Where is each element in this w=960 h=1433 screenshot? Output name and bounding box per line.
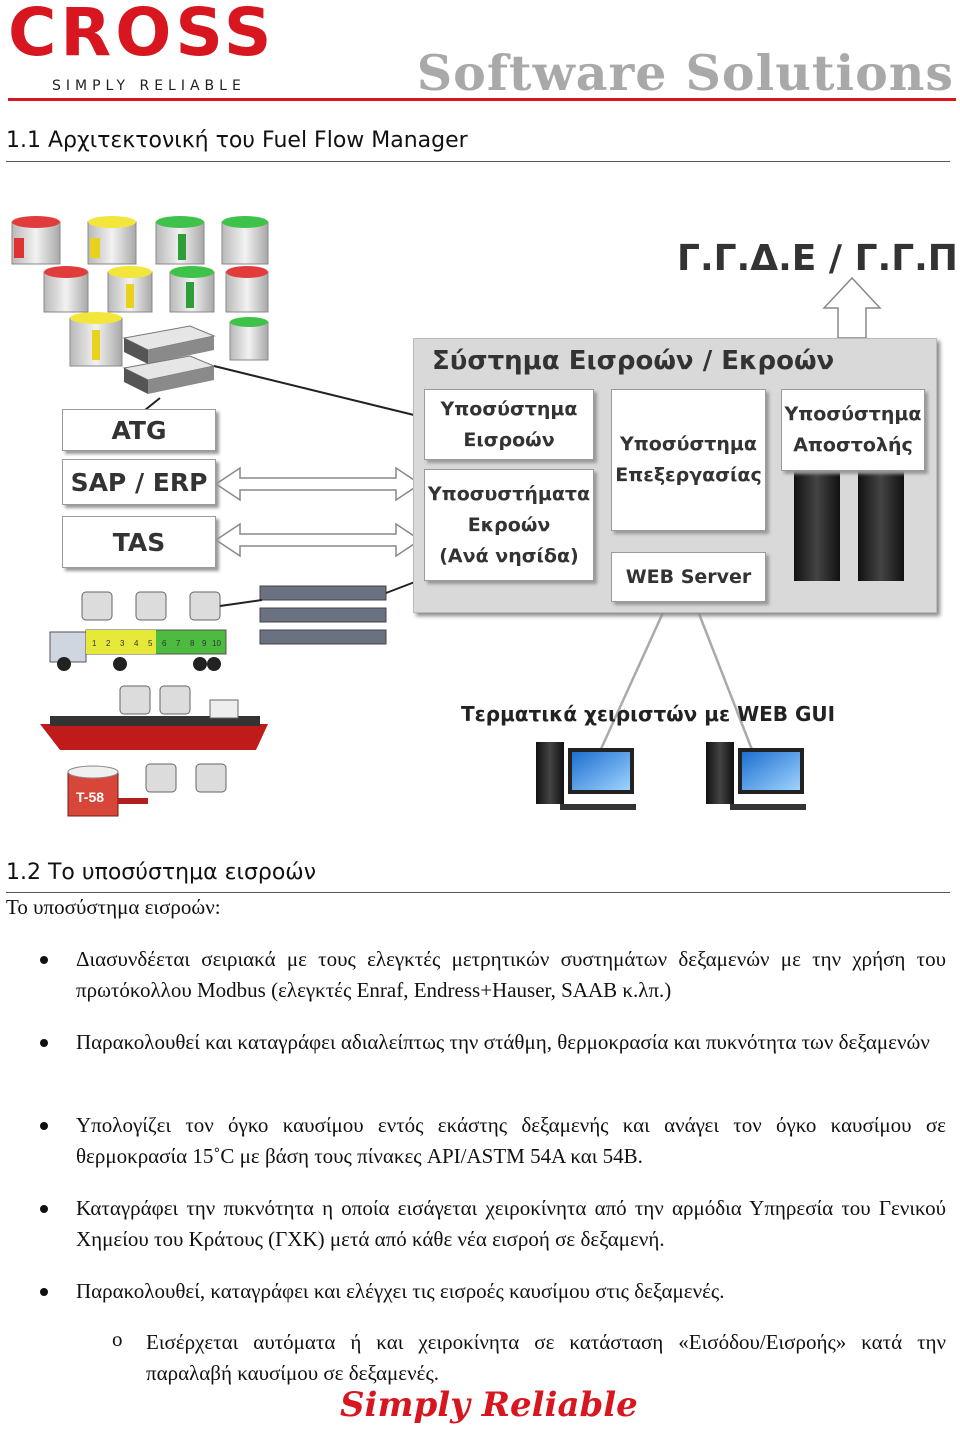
subsystem-inputs-line1: Υποσύστημα (440, 397, 578, 420)
bidirectional-arrow-icon (214, 466, 422, 502)
bullet-item: Καταγράφει την πυκνότητα η οποία εισάγετ… (76, 1196, 946, 1251)
tank-icon (11, 216, 61, 265)
network-switch-icon (259, 579, 421, 645)
subsystem-outputs-line3: (Ανά νησίδα) (439, 544, 579, 567)
header-divider (8, 98, 956, 101)
storage-tank-icon (67, 765, 148, 817)
truck-compartment: 2 (106, 639, 111, 648)
authority-label: Γ.Γ.Δ.Ε / Γ.Γ.Π.Σ (677, 238, 960, 279)
bullet-item: Υπολογίζει τον όγκο καυσίμου εντός εκάστ… (76, 1113, 946, 1168)
subsystem-outputs-line1: Υποσυστήματα (427, 482, 591, 505)
tank-icon (87, 216, 137, 265)
architecture-diagram: T-58 1 2 3 4 5 6 7 8 9 10 (0, 160, 960, 840)
subsystem-outputs-line2: Εκροών (467, 513, 551, 536)
bullet-marker (40, 956, 48, 964)
bullet-marker (40, 1039, 48, 1047)
source-atg-label: ATG (111, 415, 167, 445)
server-icons (794, 471, 904, 581)
server-tower-icon (794, 471, 840, 581)
connector-line (594, 605, 668, 761)
truck-compartment: 3 (120, 639, 125, 648)
footer-slogan: Simply Reliable (340, 1385, 638, 1425)
source-atg: ATG (62, 409, 216, 451)
subsystem-processing-line1: Υποσύστημα (620, 433, 757, 455)
truck-compartment: 1 (92, 639, 97, 648)
logo-tagline: SIMPLY RELIABLE (52, 78, 246, 94)
section-heading-architecture: 1.1 Αρχιτεκτονική του Fuel Flow Manager (6, 128, 468, 153)
truck-compartment: 7 (176, 639, 181, 648)
sub-bullet-marker: o (112, 1327, 123, 1351)
source-tas-label: TAS (112, 527, 166, 557)
source-sap-erp-label: SAP / ERP (70, 467, 208, 497)
bullet-item: Παρακολουθεί, καταγράφει και ελέγχει τις… (76, 1279, 725, 1303)
tank-icon (69, 312, 123, 367)
tank-icon (229, 317, 269, 361)
section-divider (6, 892, 950, 893)
truck-compartment: 8 (190, 639, 195, 648)
subsystem-dispatch-line2: Αποστολής (793, 434, 913, 456)
subsystem-inputs-line2: Εισροών (463, 428, 555, 451)
tanker-truck-icon (49, 629, 227, 671)
controller-device-icon (122, 325, 216, 394)
logo-wordmark: CROSS (8, 0, 276, 71)
up-arrow-icon (822, 276, 882, 339)
truck-compartment: 6 (162, 639, 167, 648)
server-tower-icon (858, 471, 904, 581)
bullet-marker (40, 1205, 48, 1213)
bullet-item: Διασυνδέεται σειριακά με τους ελεγκτές μ… (76, 947, 946, 1002)
truck-compartment: 4 (134, 639, 139, 648)
company-logo: CROSS (8, 0, 275, 66)
section-intro: Το υποσύστημα εισροών: (6, 895, 221, 919)
truck-compartment: 9 (202, 639, 207, 648)
workstation-icon (536, 742, 636, 810)
truck-compartment: 5 (148, 639, 153, 648)
tank-icon (43, 266, 89, 313)
bidirectional-arrow-icon (214, 522, 422, 558)
source-sap-erp: SAP / ERP (62, 459, 216, 505)
connector-line (213, 365, 419, 417)
tank-icon (225, 266, 269, 313)
tank-icon (107, 266, 153, 313)
workstation-icon (706, 742, 806, 810)
ship-icon (40, 699, 268, 750)
tank-cluster-icon (11, 216, 269, 394)
bullet-marker (40, 1122, 48, 1130)
section-divider (6, 161, 950, 162)
subsystem-dispatch-line1: Υποσύστημα (784, 403, 922, 425)
flow-controller-icons (81, 591, 263, 793)
subsystem-processing-line2: Επεξεργασίας (615, 464, 762, 486)
tank-icon (169, 266, 215, 313)
sub-bullet-item: Εισέρχεται αυτόματα ή και χειροκίνητα σε… (146, 1330, 946, 1385)
web-server-box: WEB Server (611, 552, 766, 602)
bullet-marker (40, 1288, 48, 1296)
connector-line (694, 605, 758, 761)
source-tas: TAS (62, 516, 216, 568)
web-server-label: WEB Server (625, 565, 752, 588)
tank-icon (155, 216, 205, 265)
truck-compartment: 10 (212, 639, 221, 648)
tank-icon (221, 216, 269, 265)
terminals-label: Τερματικά χειριστών με WEB GUI (461, 702, 836, 726)
section-heading-inputs: 1.2 Το υποσύστημα εισροών (6, 860, 317, 885)
system-title: Σύστημα Εισροών / Εκροών (432, 346, 835, 376)
header-title: Software Solutions (416, 44, 954, 102)
bullet-item: Παρακολουθεί και καταγράφει αδιαλείπτως … (76, 1030, 930, 1054)
tank-label: T-58 (76, 789, 104, 805)
